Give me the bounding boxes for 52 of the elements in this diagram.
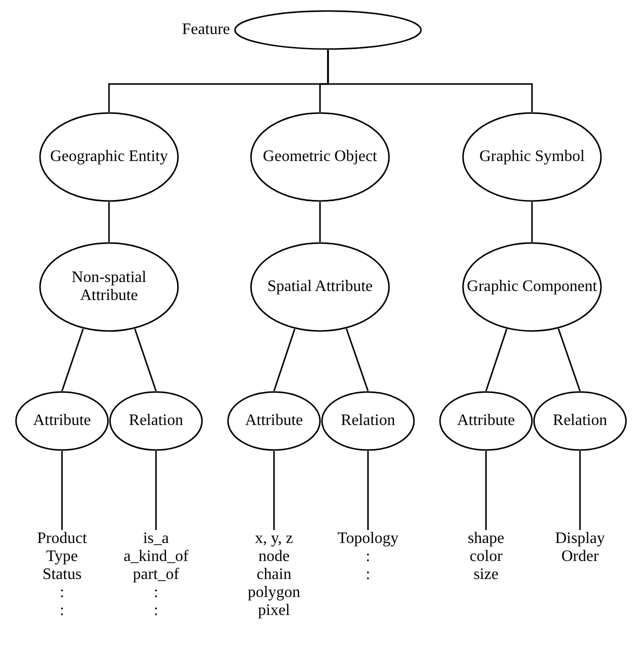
connector-line <box>273 451 275 530</box>
list-item-text: x, y, z <box>254 530 294 548</box>
connector-line <box>273 328 296 392</box>
list-item-text: is_a <box>142 530 170 548</box>
connector-line <box>108 202 110 242</box>
list-item-text: color <box>468 548 504 566</box>
connector-line <box>531 202 533 242</box>
connector-line <box>346 328 369 392</box>
connector-line <box>485 451 487 530</box>
node-label: Attribute <box>33 412 91 430</box>
node-label: Geographic Entity <box>50 148 168 166</box>
connector-line <box>579 451 581 530</box>
node-label: Relation <box>128 412 184 430</box>
connector-line <box>134 328 157 392</box>
root-label: Feature <box>182 20 230 40</box>
list-item-text: : <box>58 584 66 602</box>
connector-line <box>367 451 369 530</box>
list-item-text: Display <box>554 530 606 548</box>
list-item-text: Topology <box>336 530 400 548</box>
list-item-text: : <box>364 566 372 584</box>
list-item-text: Product <box>36 530 88 548</box>
node-label: Attribute <box>457 412 515 430</box>
list-item-text: : <box>152 584 160 602</box>
list-item-text: : <box>152 602 160 620</box>
list-item-text: : <box>58 602 66 620</box>
list-item-text: part_of <box>132 566 180 584</box>
node-label: Graphic Symbol <box>479 148 585 166</box>
node-label: Relation <box>340 412 396 430</box>
list-item-text: Order <box>560 548 600 566</box>
list-item-text: size <box>472 566 500 584</box>
node-label: Spatial Attribute <box>267 278 373 296</box>
list-item-text: node <box>257 548 291 566</box>
list-item-text: polygon <box>246 584 302 602</box>
connector-line <box>485 328 508 392</box>
node-label: Graphic Component <box>466 278 598 296</box>
connector-line <box>61 451 63 530</box>
list-item-text: Status <box>41 566 83 584</box>
connector-line <box>558 328 581 392</box>
node-label: Attribute <box>245 412 303 430</box>
node-label: Non-spatial Attribute <box>70 268 148 306</box>
list-item-text: a_kind_of <box>122 548 190 566</box>
list-item-text: shape <box>466 530 506 548</box>
connector-line <box>155 451 157 530</box>
list-item-text: Type <box>45 548 79 566</box>
connector-line <box>61 328 84 392</box>
connector-line <box>319 202 321 242</box>
node-label: Relation <box>552 412 608 430</box>
connector-line <box>327 50 533 112</box>
list-item-text: chain <box>256 566 292 584</box>
list-item-text: pixel <box>257 602 291 620</box>
node-label: Geometric Object <box>262 148 378 166</box>
list-item-text: : <box>364 548 372 566</box>
